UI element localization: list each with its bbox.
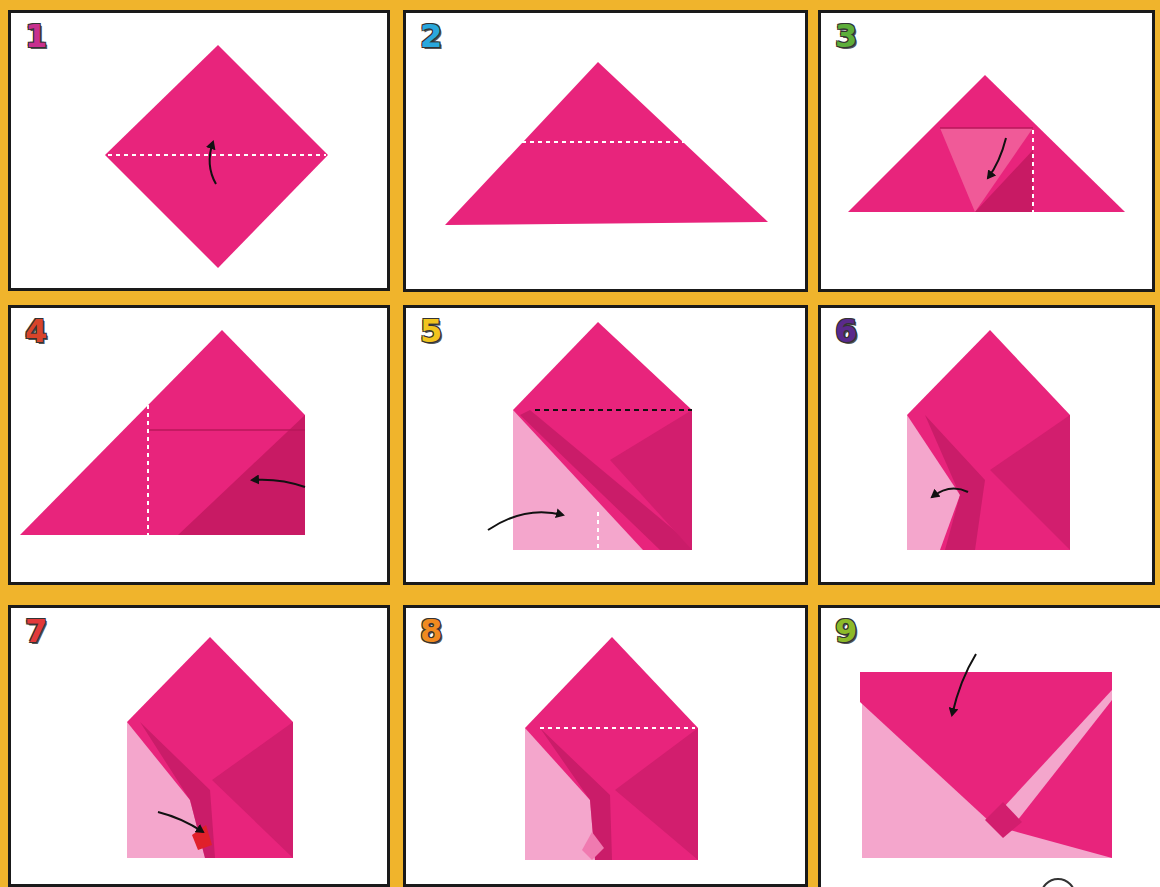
step-panel: 7	[8, 605, 390, 887]
step-number: 4	[25, 314, 47, 349]
step-panel: 8	[403, 605, 808, 887]
step-panel: 3	[818, 10, 1155, 292]
step-panel: 9	[818, 605, 1160, 887]
step-number: 3	[835, 19, 857, 54]
step-panel: 6	[818, 305, 1155, 585]
step-panel: 2	[403, 10, 808, 292]
step-number: 9	[835, 614, 857, 649]
step-number: 6	[835, 314, 857, 349]
step-panel: 1	[8, 10, 390, 291]
step-number: 8	[420, 614, 442, 649]
step-number: 2	[420, 19, 442, 54]
step-number: 5	[420, 314, 442, 349]
step-panel: 4	[8, 305, 390, 585]
step-number: 7	[25, 614, 47, 649]
step-number: 1	[25, 19, 47, 54]
step-panel: 5	[403, 305, 808, 585]
